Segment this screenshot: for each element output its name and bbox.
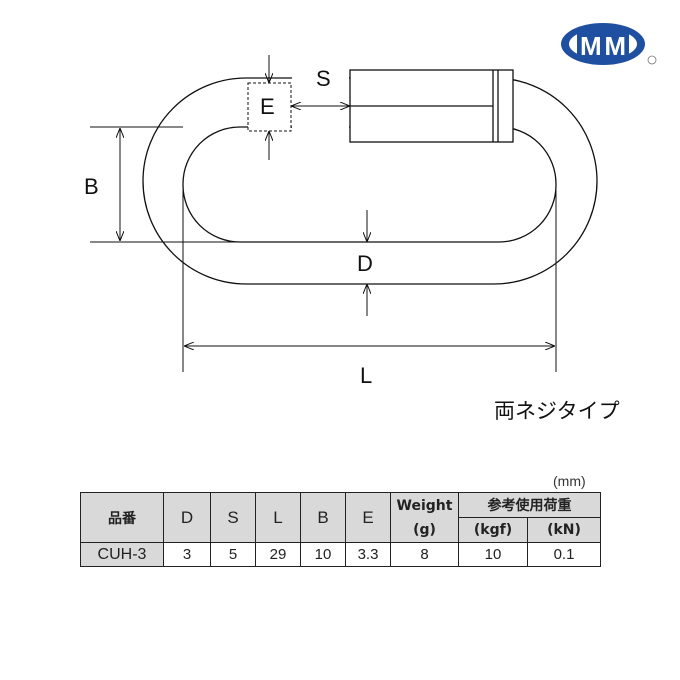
logo: MM [561,23,657,65]
header-kgf: (kgf) [458,517,528,543]
sleeve [349,69,514,143]
cell-b: 10 [300,542,346,567]
header-load: 参考使用荷重 [458,492,601,518]
header-l: L [255,492,301,543]
weight-label: Weight [396,497,453,514]
label-d: D [357,251,373,276]
type-label: 両ネジタイプ [494,399,620,423]
header-s: S [210,492,256,543]
cell-s: 5 [210,542,256,567]
header-b: B [300,492,346,543]
label-e: E [260,94,275,119]
header-part: 品番 [80,492,164,543]
header-kn: (kN) [527,517,601,543]
cell-d: 3 [163,542,211,567]
cell-l: 29 [255,542,301,567]
e-box [247,82,292,132]
weight-unit: (g) [413,521,436,538]
label-s: S [316,66,331,91]
spec-table: 品番 D S L B E Weight (g) 参考使用荷重 (kgf) (kN)… [80,492,601,567]
unit-label: (mm) [553,473,586,489]
table-row: CUH-3 3 5 29 10 3.3 8 10 0.1 [80,542,601,567]
cell-kn: 0.1 [527,542,601,567]
cell-part: CUH-3 [80,542,164,567]
header-e: E [345,492,391,543]
label-l: L [360,363,373,388]
label-b: B [84,174,99,199]
cell-e: 3.3 [345,542,391,567]
cell-weight: 8 [390,542,459,567]
header-d: D [163,492,211,543]
header-weight: Weight (g) [390,492,459,543]
cell-kgf: 10 [458,542,528,567]
